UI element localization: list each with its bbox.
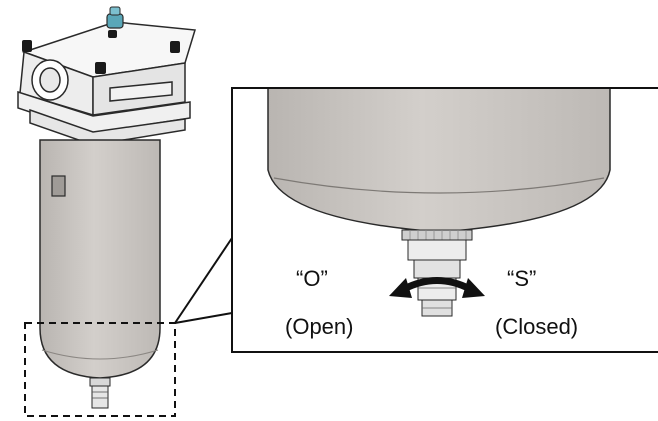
closed-position-label: (Closed): [495, 314, 579, 339]
head-bolts: [22, 30, 180, 74]
filter-head: [17, 21, 196, 146]
vent-knob: [106, 6, 124, 29]
open-position-code: “O”: [296, 266, 328, 291]
focus-box: [24, 322, 176, 417]
closed-position-code: “S”: [507, 266, 537, 291]
detail-inset: [231, 87, 658, 353]
open-position-label: (Open): [285, 314, 354, 339]
callout-lines: [174, 237, 233, 324]
rotation-arrow-icon: [389, 277, 485, 298]
filter-bowl: [39, 139, 161, 409]
